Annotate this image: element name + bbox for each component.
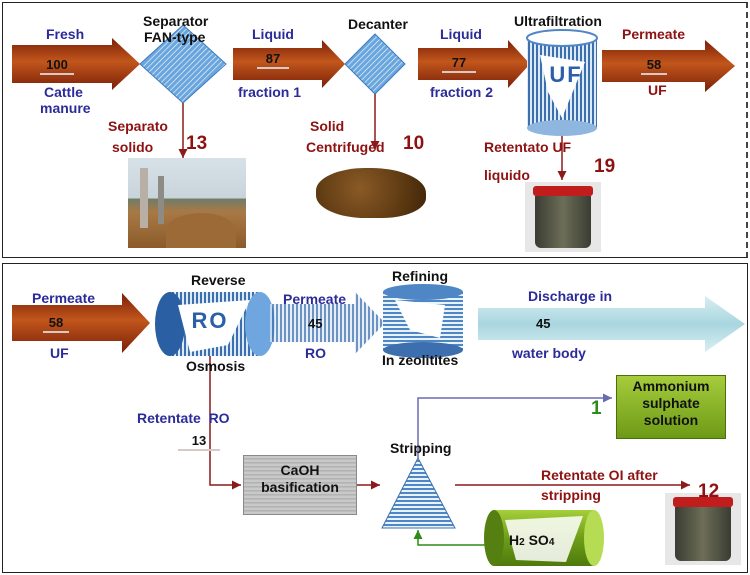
retentato-uf-value: 19 (594, 156, 616, 177)
permeate-uf-bottom-label: Permeate (32, 290, 96, 306)
h2so4-cylinder (484, 510, 604, 566)
decanter-label: Decanter (348, 16, 408, 32)
stripping-to-ammonium-flow (417, 393, 612, 458)
ammonium-line1: Ammonium (632, 378, 710, 394)
h2so4-to-stripping-flow (413, 530, 490, 546)
decanter-diamond (344, 33, 406, 95)
retentato-uf-label: Retentato UF (484, 139, 572, 155)
permeate-label: Permeate (622, 26, 686, 42)
stripping-label: Stripping (390, 440, 452, 456)
manure-label: manure (40, 100, 91, 116)
permeate-ro-arrow (270, 292, 385, 354)
discharge-label: Discharge in (528, 288, 613, 304)
solido-label: solido (112, 139, 154, 155)
ultrafiltration-label: Ultrafiltration (514, 13, 602, 29)
permeate-uf-label: UF (648, 82, 667, 98)
centrifuged-solid-photo (312, 158, 430, 223)
ammonium-value: 1 (591, 398, 602, 419)
retentate-ro-value: 13 (178, 433, 220, 451)
permeate-uf-bottom-arrow (12, 293, 150, 353)
stripping-cone (381, 456, 456, 529)
solid-label: Solid (310, 118, 345, 134)
liquid-fraction-1-arrow (233, 40, 345, 88)
refining-cylinder (383, 284, 463, 358)
h2so4-h: H (509, 532, 520, 548)
ultrafiltration-cylinder (526, 29, 598, 136)
centrifuged-label: Centrifuged (306, 139, 385, 155)
permeate-ro-value: 45 (308, 316, 323, 331)
water-body-label: water body (512, 345, 586, 361)
fresh-value: 100 (40, 57, 74, 75)
liquid1-label: Liquid (252, 26, 294, 42)
caoh-line2: basification (261, 479, 339, 495)
retentate-ro-flow (209, 356, 241, 490)
uf-bottom-label: UF (50, 345, 69, 361)
fresh-manure-arrow (12, 38, 140, 90)
cattle-label: Cattle (44, 84, 83, 100)
liquid2-value: 77 (442, 55, 476, 73)
liquid-retentate-photo-top (525, 182, 601, 252)
permeate-value: 58 (641, 57, 667, 75)
liquid1-value: 87 (257, 51, 289, 69)
permeate-ro-label: Permeate (283, 291, 347, 307)
discharge-value: 45 (536, 316, 551, 331)
ro-label: RO (305, 345, 326, 361)
liquido-label: liquido (484, 167, 530, 183)
ammonium-sulphate-box: Ammonium sulphate solution (616, 375, 726, 439)
reverse-osmosis-cylinder (155, 292, 275, 356)
retentate-ro-label: Retentate RO (137, 410, 230, 426)
osmosis-label: Osmosis (186, 358, 246, 374)
reverse-label: Reverse (191, 272, 246, 288)
liquid-retentate-photo-bottom (665, 493, 741, 565)
retentate-oi-value: 12 (698, 481, 720, 502)
caoh-basification-box: CaOH basification (243, 455, 357, 515)
fresh-label: Fresh (46, 26, 85, 42)
zeolitites-label: In zeolitites (382, 352, 459, 368)
ro-letters: RO (191, 308, 229, 333)
centrifuged-value: 10 (403, 133, 425, 154)
permeate-uf-arrow (602, 40, 735, 92)
refining-label: Refining (392, 268, 448, 284)
liquid2-label: Liquid (440, 26, 482, 42)
h2so4-label: H2 SO4 (509, 532, 554, 548)
caoh-line1: CaOH (280, 462, 320, 478)
retentate-oi-label: Retentate OI after (541, 467, 658, 483)
permeate-uf-bottom-value: 58 (43, 315, 69, 333)
separated-solid-photo (128, 158, 246, 248)
separato-value: 13 (186, 133, 208, 154)
h2so4-sub4: 4 (548, 537, 555, 548)
separato-label: Separato (108, 118, 168, 134)
fraction1-label: fraction 1 (238, 84, 302, 100)
liquid-fraction-2-arrow (418, 40, 530, 88)
discharge-arrow (478, 296, 745, 352)
separator-label: Separator (143, 13, 209, 29)
ammonium-line3: solution (643, 412, 699, 428)
h2so4-sub2: 2 (519, 537, 525, 548)
uf-letters: UF (549, 62, 583, 87)
h2so4-so: SO (524, 532, 549, 548)
retentate-oi-stripping-label: stripping (541, 487, 601, 503)
fraction2-label: fraction 2 (430, 84, 494, 100)
ammonium-line2: sulphate (642, 395, 700, 411)
fan-type-label: FAN-type (144, 29, 206, 45)
